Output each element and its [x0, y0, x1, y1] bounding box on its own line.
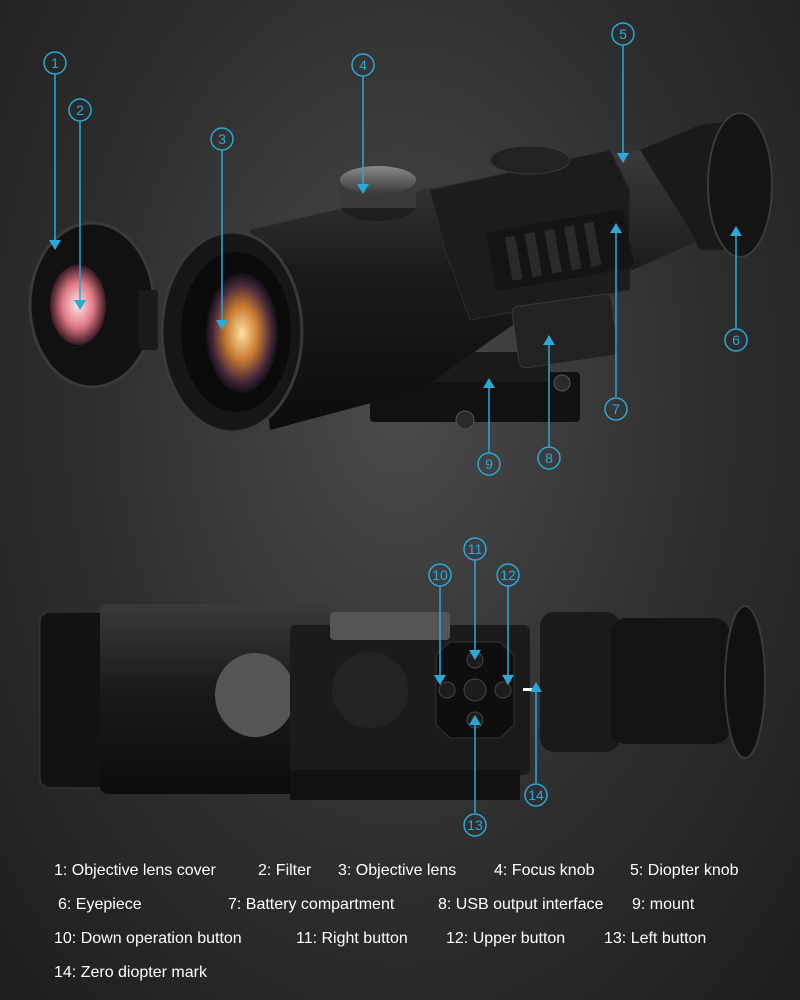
- callout-number-7: 7: [612, 401, 620, 417]
- callout-circle-4: [351, 53, 375, 77]
- callout-number-10: 10: [432, 567, 448, 583]
- legend: 1: Objective lens cover 2: Filter 3: Obj…: [0, 850, 800, 1000]
- legend-item-5: 5: Diopter knob: [630, 862, 739, 879]
- callout-number-11: 11: [468, 541, 483, 557]
- legend-item-12: 12: Upper button: [446, 930, 566, 947]
- scope-side-view: [28, 112, 773, 434]
- legend-item-10: 10: Down operation button: [54, 930, 242, 947]
- legend-item-1: 1: Objective lens cover: [54, 862, 216, 879]
- legend-item-4: 4: Focus knob: [494, 862, 595, 879]
- callout-circle-10: [428, 563, 452, 587]
- callout-circle-1: [43, 51, 67, 75]
- legend-item-6: 6: Eyepiece: [58, 896, 142, 913]
- callout-number-8: 8: [545, 450, 553, 466]
- callout-circle-9: [477, 452, 501, 476]
- legend-item-2: 2: Filter: [258, 862, 312, 879]
- legend-item-11: 11: Right button: [296, 930, 408, 947]
- callout-leaders: [54, 45, 737, 813]
- legend-item-14: 14: Zero diopter mark: [54, 964, 207, 981]
- callout-number-12: 12: [500, 567, 516, 583]
- callout-circle-2: [68, 98, 92, 122]
- callout-circle-14: [524, 783, 548, 807]
- callout-arrows: [49, 153, 742, 725]
- callout-number-1: 1: [51, 55, 59, 71]
- callout-circle-5: [611, 22, 635, 46]
- callout-circle-7: [604, 397, 628, 421]
- callout-circle-11: [463, 537, 487, 561]
- callout-number-13: 13: [467, 817, 483, 833]
- callout-circle-8: [537, 446, 561, 470]
- callout-circle-13: [463, 813, 487, 837]
- legend-item-9: 9: mount: [632, 896, 695, 913]
- scope-top-view: [39, 604, 766, 800]
- legend-item-13: 13: Left button: [604, 930, 707, 947]
- callout-circle-6: [724, 328, 748, 352]
- callout-number-6: 6: [732, 332, 740, 348]
- callout-number-14: 14: [528, 787, 544, 803]
- callout-number-9: 9: [485, 456, 493, 472]
- legend-item-8: 8: USB output interface: [438, 896, 604, 913]
- callout-number-3: 3: [218, 131, 226, 147]
- callout-number-5: 5: [619, 26, 627, 42]
- callout-number-2: 2: [76, 102, 84, 118]
- callout-number-4: 4: [359, 57, 367, 73]
- legend-item-3: 3: Objective lens: [338, 862, 457, 879]
- callout-circle-12: [496, 563, 520, 587]
- callout-circle-3: [210, 127, 234, 151]
- legend-item-7: 7: Battery compartment: [228, 896, 395, 913]
